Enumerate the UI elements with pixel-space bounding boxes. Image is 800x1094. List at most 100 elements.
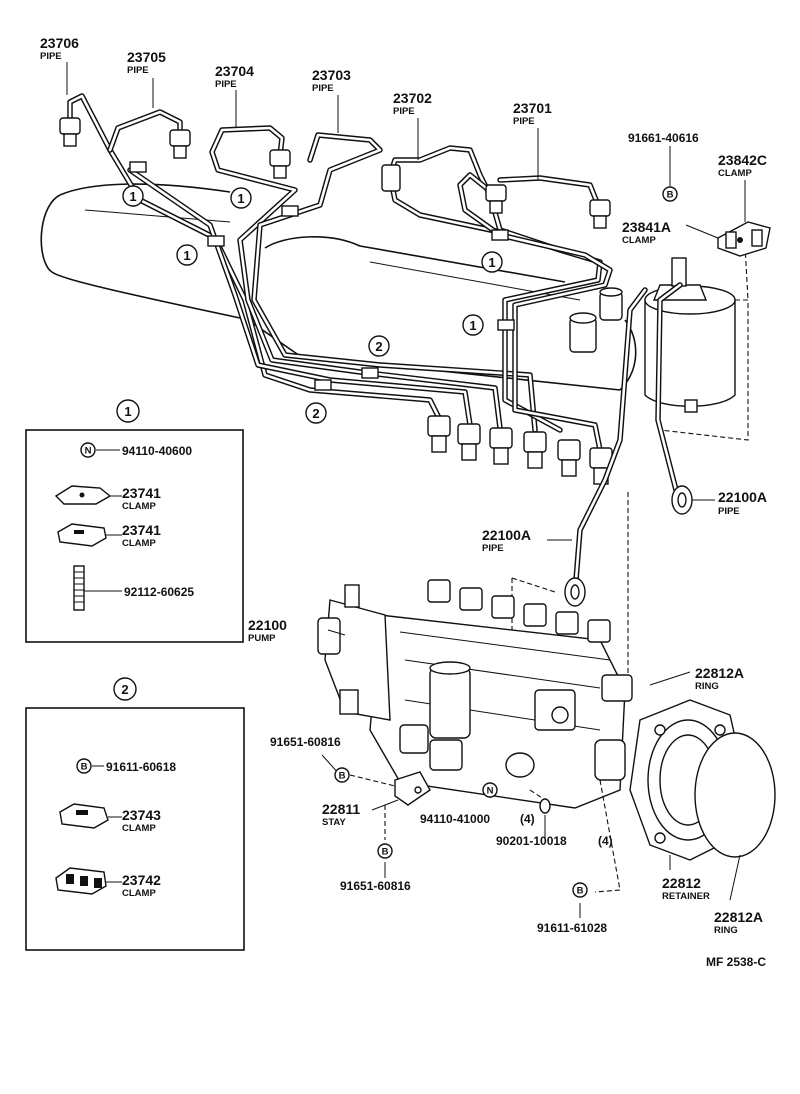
svg-text:22100: 22100 [248, 617, 287, 633]
label-23704: 23704 PIPE [215, 63, 254, 90]
svg-text:PIPE: PIPE [215, 79, 237, 90]
svg-text:PIPE: PIPE [312, 83, 334, 94]
svg-text:91661-40616: 91661-40616 [628, 131, 699, 145]
svg-text:23842C: 23842C [718, 152, 767, 168]
label-23705: 23705 PIPE [127, 49, 166, 76]
svg-text:STAY: STAY [322, 817, 346, 828]
label-22100-pump: 22100 PUMP [248, 617, 287, 644]
detail-box-1-header: 1 [116, 399, 140, 423]
footer-code: MF 2538-C [706, 955, 766, 969]
svg-text:PUMP: PUMP [248, 633, 276, 644]
svg-text:22812: 22812 [662, 875, 701, 891]
svg-text:1: 1 [124, 404, 131, 419]
label-23703: 23703 PIPE [312, 67, 351, 94]
svg-text:23702: 23702 [393, 90, 432, 106]
label-22812a-bottom: 22812A RING [714, 909, 763, 936]
svg-text:1: 1 [237, 191, 244, 206]
svg-text:23705: 23705 [127, 49, 166, 65]
svg-text:23741: 23741 [122, 522, 161, 538]
svg-text:PIPE: PIPE [513, 116, 535, 127]
svg-text:1: 1 [469, 318, 476, 333]
svg-text:CLAMP: CLAMP [122, 888, 156, 899]
svg-text:91611-60618: 91611-60618 [106, 760, 176, 774]
svg-text:CLAMP: CLAMP [718, 168, 752, 179]
svg-text:CLAMP: CLAMP [122, 538, 156, 549]
svg-text:CLAMP: CLAMP [622, 235, 656, 246]
svg-text:94110-41000: 94110-41000 [420, 812, 490, 826]
bolt-marker-91611-61028: B [572, 882, 588, 898]
svg-text:23743: 23743 [122, 807, 161, 823]
washer-marker-90201 [539, 798, 551, 814]
svg-text:RETAINER: RETAINER [662, 891, 710, 902]
detail-box-2-header: 2 [113, 677, 137, 701]
box2-clamp-23743: 23743 CLAMP [59, 803, 161, 834]
svg-text:PIPE: PIPE [482, 543, 504, 554]
bolt-marker-91651-bottom: B [377, 843, 393, 859]
label-22812-retainer: 22812 RETAINER [662, 875, 710, 902]
svg-text:23703: 23703 [312, 67, 351, 83]
svg-text:PIPE: PIPE [393, 106, 415, 117]
svg-text:B: B [81, 762, 88, 773]
callout-1-a: 1 [122, 185, 144, 207]
label-91611-61028: 91611-61028 [537, 921, 607, 935]
svg-text:22812A: 22812A [714, 909, 763, 925]
pipe-end-fittings-top [59, 117, 611, 229]
retainer-assembly [629, 699, 776, 861]
label-22812a-top: 22812A RING [695, 665, 744, 692]
svg-text:23741: 23741 [122, 485, 161, 501]
callout-1-c: 1 [176, 244, 198, 266]
svg-text:PIPE: PIPE [127, 65, 149, 76]
svg-text:RING: RING [695, 681, 719, 692]
fuel-lines-22100a [511, 282, 693, 760]
label-91661-40616: 91661-40616 [628, 131, 699, 145]
svg-text:2: 2 [312, 406, 319, 421]
svg-text:91651-60816: 91651-60816 [270, 735, 341, 749]
pipe-end-fittings-bottom [427, 415, 613, 485]
pipe-clamps [129, 161, 515, 391]
label-91651-60816-top: 91651-60816 [270, 735, 341, 749]
svg-text:2: 2 [121, 682, 128, 697]
svg-text:23706: 23706 [40, 35, 79, 51]
svg-text:22100A: 22100A [718, 489, 767, 505]
svg-text:91611-61028: 91611-61028 [537, 921, 607, 935]
injection-pipes [67, 93, 613, 453]
label-22811-stay: 22811 STAY [322, 801, 360, 828]
label-23706: 23706 PIPE [40, 35, 79, 62]
svg-text:1: 1 [488, 255, 495, 270]
svg-text:23841A: 23841A [622, 219, 671, 235]
svg-text:RING: RING [714, 925, 738, 936]
svg-text:91651-60816: 91651-60816 [340, 879, 411, 893]
svg-text:23704: 23704 [215, 63, 254, 79]
box1-stud-92112-60625: 92112-60625 [73, 565, 194, 611]
svg-text:(4): (4) [598, 834, 613, 848]
detail-box-1: 1 N 94110-40600 23741 CLAMP 23741 CLAMP [25, 399, 244, 643]
svg-text:23701: 23701 [513, 100, 552, 116]
label-23842c: 23842C CLAMP [718, 152, 767, 179]
bolt-marker-91651-top: B [334, 767, 350, 783]
box2-clamp-23742: 23742 CLAMP [55, 867, 161, 899]
leader-lines [66, 62, 746, 918]
svg-text:22812A: 22812A [695, 665, 744, 681]
label-22100a-right: 22100A PIPE [718, 489, 767, 517]
svg-text:94110-40600: 94110-40600 [122, 444, 192, 458]
label-22100a-mid: 22100A PIPE [482, 527, 531, 554]
svg-text:1: 1 [129, 189, 136, 204]
stay-22811 [394, 771, 431, 806]
svg-text:92112-60625: 92112-60625 [124, 585, 194, 599]
box1-clamp-23741-a: 23741 CLAMP [54, 485, 161, 512]
svg-text:B: B [577, 886, 584, 897]
detail-box-2: 2 B 91611-60618 23743 CLAMP 23742 CLAMP [25, 677, 245, 951]
svg-text:1: 1 [183, 248, 190, 263]
label-23841a: 23841A CLAMP [622, 219, 671, 246]
svg-text:CLAMP: CLAMP [122, 823, 156, 834]
svg-text:22811: 22811 [322, 801, 360, 817]
svg-text:B: B [667, 190, 674, 201]
label-90201-10018: 90201-10018 (4) [496, 834, 613, 848]
bolt-marker-91661: B [662, 186, 678, 202]
callout-1-b: 1 [230, 187, 252, 209]
nut-marker-94110-41000: N [482, 782, 498, 798]
label-23701: 23701 PIPE [513, 100, 552, 127]
box2-bolt-91611-60618: B 91611-60618 [76, 758, 176, 774]
callout-2-a: 2 [368, 335, 390, 357]
